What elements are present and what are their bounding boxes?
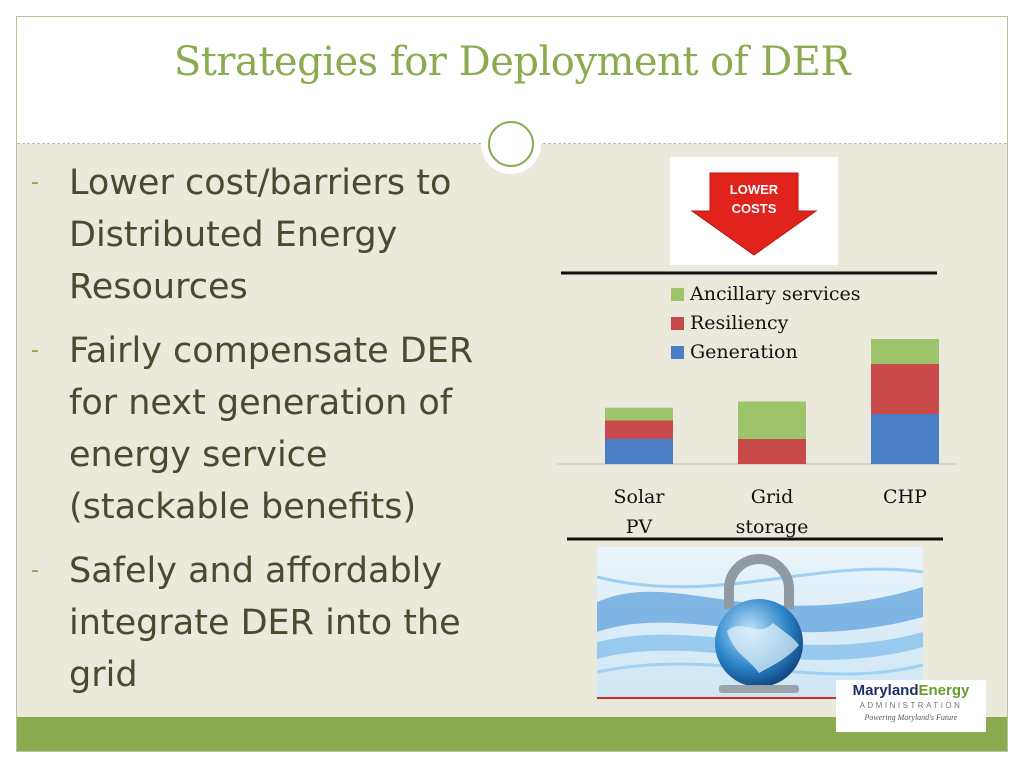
bullet-text: Safely and affordably integrate DER into…	[69, 551, 461, 695]
secure-grid-image	[597, 547, 923, 699]
bullet-marker: -	[31, 338, 39, 363]
legend-label: Resiliency	[690, 312, 789, 334]
x-tick-label: CHP	[883, 486, 927, 508]
chart-bars	[605, 339, 939, 464]
legend-swatch	[671, 317, 684, 330]
slide-title: Strategies for Deployment of DER	[173, 39, 851, 85]
padlock-shackle	[724, 554, 794, 609]
legend-swatch	[671, 346, 684, 359]
bar-segment-resiliency	[738, 439, 806, 464]
bar-segment-generation	[871, 414, 939, 464]
logo-tagline: Powering Maryland's Future	[864, 713, 958, 722]
logo-name-maryland: Maryland	[852, 682, 919, 699]
bullet-text: Lower cost/barriers to Distributed Energ…	[69, 163, 452, 307]
legend-label: Ancillary services	[689, 283, 861, 305]
bullet-item: - Fairly compensate DER for next generat…	[31, 325, 511, 533]
bar-segment-generation	[605, 439, 673, 464]
bullet-item: - Safely and affordably integrate DER in…	[31, 545, 511, 701]
bullet-list: - Lower cost/barriers to Distributed Ene…	[31, 157, 511, 713]
circle-ring-icon	[488, 121, 534, 167]
down-arrow-icon: LOWER COSTS	[690, 172, 818, 256]
bullet-marker: -	[31, 170, 39, 195]
bar-segment-ancillary-services	[738, 401, 806, 439]
bar-segment-ancillary-services	[871, 339, 939, 364]
maryland-energy-logo: MarylandEnergy ADMINISTRATION Powering M…	[836, 680, 986, 732]
bar-segment-resiliency	[605, 420, 673, 439]
bullet-text: Fairly compensate DER for next generatio…	[69, 331, 474, 527]
logo-subtitle: ADMINISTRATION	[859, 701, 963, 710]
lower-costs-line1: LOWER	[730, 182, 779, 197]
bullet-marker: -	[31, 558, 39, 583]
logo-name-energy: Energy	[918, 682, 970, 699]
slide: Strategies for Deployment of DER - Lower…	[16, 16, 1008, 752]
legend-label: Generation	[690, 341, 798, 363]
bar-segment-resiliency	[871, 364, 939, 414]
bar-segment-ancillary-services	[605, 407, 673, 421]
bullet-item: - Lower cost/barriers to Distributed Ene…	[31, 157, 511, 313]
lower-costs-line2: COSTS	[732, 201, 777, 216]
legend-swatch	[671, 288, 684, 301]
lower-costs-graphic: LOWER COSTS	[670, 157, 838, 265]
